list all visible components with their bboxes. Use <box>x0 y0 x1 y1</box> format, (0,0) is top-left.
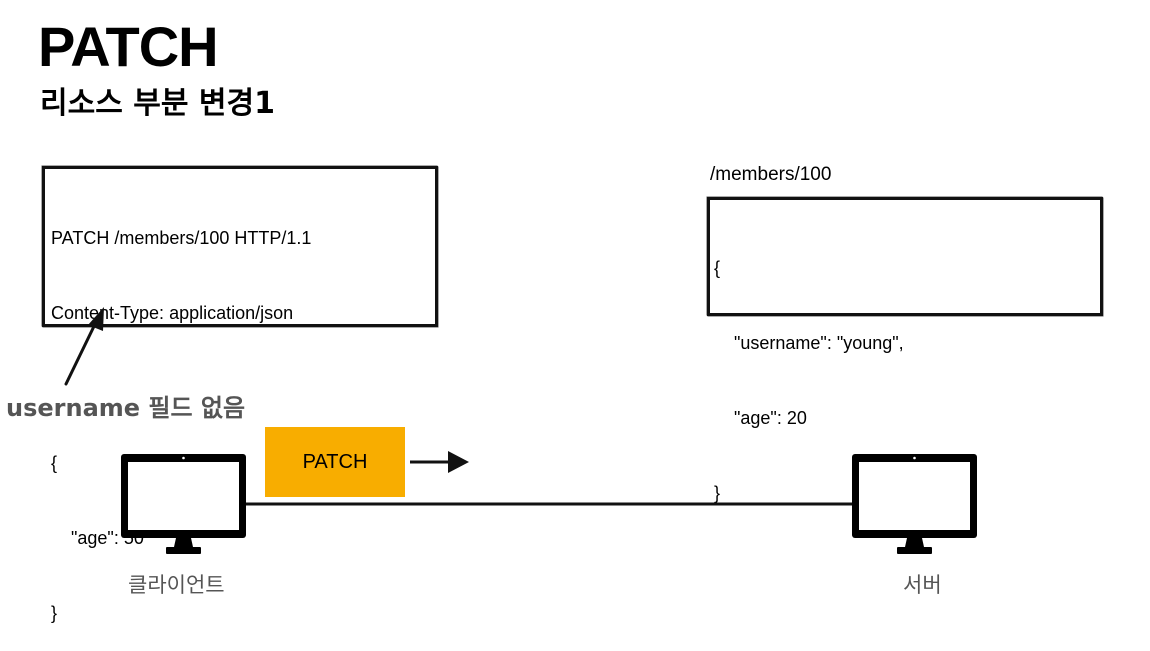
client-monitor-icon <box>121 454 246 554</box>
annotation-arrow <box>64 307 104 386</box>
client-label: 클라이언트 <box>128 573 225 597</box>
resource-close-brace: } <box>714 483 721 503</box>
server-label: 서버 <box>903 573 942 597</box>
patch-method-badge: PATCH <box>265 427 405 497</box>
http-request-box: PATCH /members/100 HTTP/1.1 Content-Type… <box>42 166 438 623</box>
resource-path: /members/100 <box>710 164 832 185</box>
page-title: PATCH <box>38 15 219 78</box>
resource-username-field: "username": "young", <box>714 333 904 353</box>
method-badge-label: PATCH <box>302 451 368 473</box>
request-direction-arrow <box>410 451 469 473</box>
server-monitor-icon <box>852 454 977 554</box>
request-header-content-type: Content-Type: application/json <box>51 303 294 323</box>
request-body-open-brace: { <box>51 453 58 473</box>
resource-open-brace: { <box>714 258 721 278</box>
resource-age-field: "age": 20 <box>714 408 807 428</box>
missing-username-annotation: username 필드 없음 <box>6 394 246 422</box>
request-line: PATCH /members/100 HTTP/1.1 <box>51 228 312 248</box>
request-body-close-brace: } <box>51 603 58 623</box>
server-resource-box: { "username": "young", "age": 20 } <box>707 197 1103 503</box>
page-subtitle: 리소스 부분 변경1 <box>40 86 275 121</box>
